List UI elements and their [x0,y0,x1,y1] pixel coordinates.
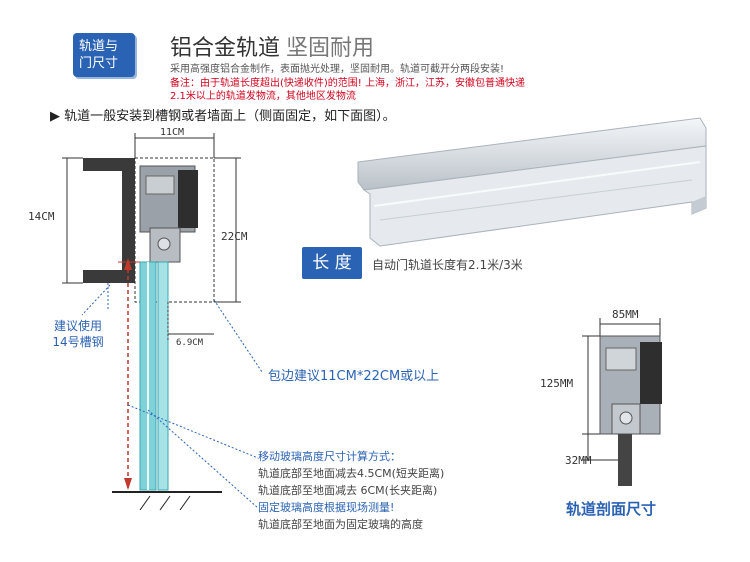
glass-panel-2 [157,261,169,491]
calc-line-long-clamp: 轨道底部至地面减去 6CM(长夹距离) [258,484,438,497]
wrap-box [134,157,215,303]
install-note: ▶ 轨道一般安装到槽钢或者墙面上（侧面固定，如下面图）。 [50,109,396,124]
wrap-note: 包边建议11CM*22CM或以上 [268,369,440,384]
note-line-2: 2.1米以上的轨道发物流，其他地区发物流 [170,91,356,102]
dim-gap: 6.9CM [176,338,204,348]
dim-left-height: 14CM [28,210,55,223]
calc-heading-moving: 移动玻璃高度尺寸计算方式： [258,450,401,463]
rail-product-image [357,117,707,247]
section-badge: 轨道与 门尺寸 [73,33,135,77]
description: 采用高强度铝合金制作，表面抛光处理，坚固耐用。轨道可截开分两段安装! [170,64,505,75]
section-diagram [582,318,662,486]
recommend-line-2: 14号槽钢 [52,335,104,349]
section-title: 轨道剖面尺寸 [566,500,657,518]
dim-section-height: 125MM [540,377,574,390]
dim-top-width: 11CM [160,127,185,138]
length-text: 自动门轨道长度有2.1米/3米 [372,258,523,272]
recommend-channel-steel: 建议使用 14号槽钢 [42,318,114,350]
title-main: 铝合金轨道 [170,36,281,61]
calc-line-fixed: 轨道底部至地面为固定玻璃的高度 [258,518,423,531]
note-line-1: 备注：由于轨道长度超出(快递收件)的范围! 上海，浙江，江苏，安徽包普通快递 [170,78,525,89]
dim-section-bottom: 32MM [565,454,592,467]
dim-right-height: 22CM [221,230,248,243]
section-clamp [618,434,632,486]
title-sub: 坚固耐用 [286,36,375,61]
calc-heading-fixed: 固定玻璃高度根据现场测量! [258,501,395,514]
badge-line-1: 轨道与 [79,39,119,54]
badge-line-2: 门尺寸 [79,56,119,71]
installation-diagram [62,133,263,511]
calc-line-short-clamp: 轨道底部至地面减去4.5CM(短夹距离) [258,467,445,480]
dim-section-width: 85MM [612,308,639,321]
page-title: 铝合金轨道坚固耐用 [170,30,374,62]
channel-steel-shape [83,158,135,283]
recommend-line-1: 建议使用 [53,319,102,333]
glass-height-calc: 移动玻璃高度尺寸计算方式： 轨道底部至地面减去4.5CM(短夹距离) 轨道底部至… [258,448,444,533]
length-badge: 长 度 [302,247,362,279]
